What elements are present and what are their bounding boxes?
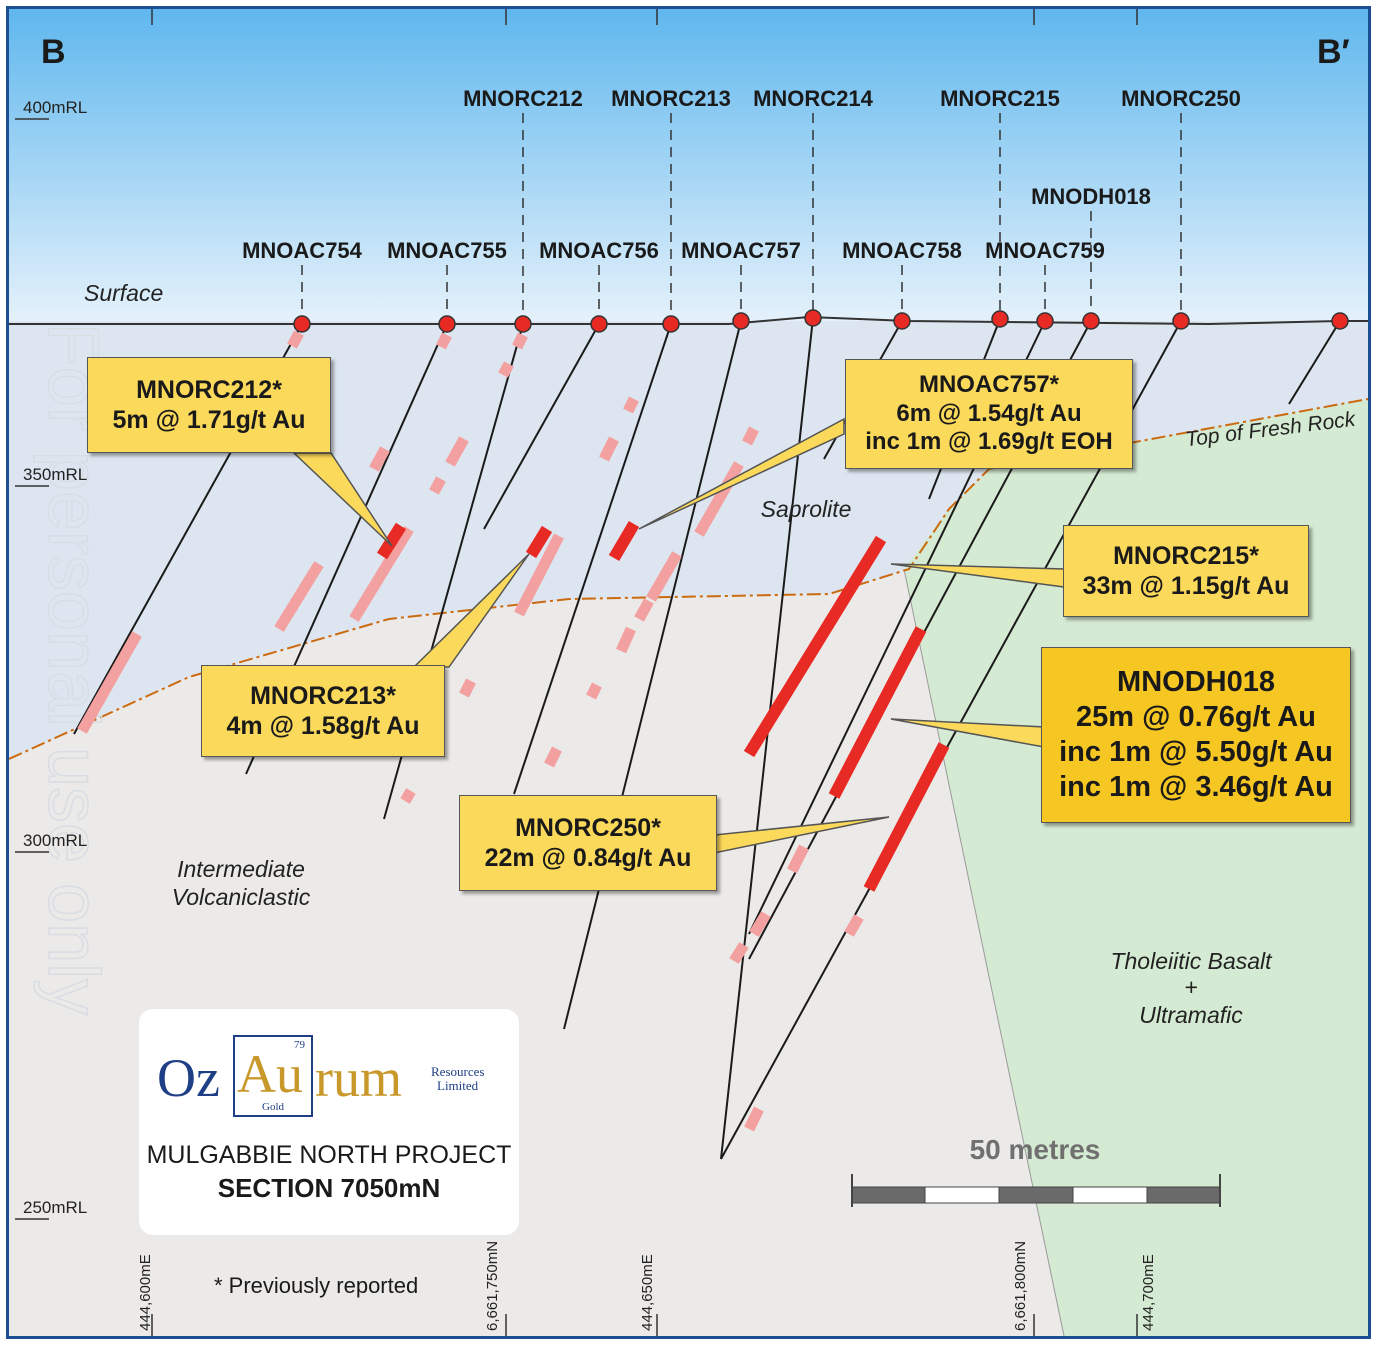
drillhole-label: MNOAC756 (539, 238, 659, 263)
collar-dash-lines (301, 113, 1182, 321)
drillhole-label: MNORC212 (463, 86, 583, 111)
sky-zone (9, 9, 1368, 325)
collars (293, 309, 1349, 333)
drillhole-label: MNOAC759 (985, 238, 1105, 263)
anomaly-intervals (77, 330, 864, 1132)
bottom-ticks (151, 1314, 1138, 1336)
drillhole-label: MNORC215 (940, 86, 1060, 111)
grid-label: 6,661,750mN (484, 1241, 501, 1331)
grid-label: 444,600mE (137, 1254, 154, 1331)
callout-line: 25m @ 0.76g/t Au (1076, 701, 1316, 734)
callout-line: MNORC215* (1113, 542, 1259, 570)
drillhole-label: MNOAC755 (387, 238, 507, 263)
logo-oz: Oz (157, 1048, 220, 1108)
callout-line: 5m @ 1.71g/t Au (112, 406, 306, 434)
callout-line: 33m @ 1.15g/t Au (1082, 572, 1290, 600)
logo-au: Au (237, 1044, 303, 1104)
top-ticks (151, 9, 1138, 25)
scale-label: 50 metres (970, 1134, 1101, 1165)
rl-label-350: 350mRL (23, 465, 87, 484)
logo-element-name: Gold (262, 1101, 284, 1113)
callout-line: inc 1m @ 5.50g/t Au (1059, 736, 1333, 768)
callout-line: MNOAC757* (918, 370, 1060, 398)
scale-bar: 50 metres (851, 1134, 1221, 1207)
section-label-right: B′ (1317, 33, 1350, 71)
callout-mnoac757: MNOAC757* 6m @ 1.54g/t Au inc 1m @ 1.69g… (845, 359, 1133, 469)
drillhole-labels-top: MNORC212 MNORC213 MNORC214 MNORC215 MNOR… (463, 86, 1241, 209)
grid-label: 6,661,800mN (1012, 1241, 1029, 1331)
logo-company-suffix: Resources Limited (431, 1065, 484, 1093)
significant-intercepts (376, 520, 950, 892)
grid-labels: 444,600mE 6,661,750mN 444,650mE 6,661,80… (137, 1241, 1157, 1331)
drillhole-label: MNOAC757 (681, 238, 801, 263)
surface-line (9, 315, 1368, 326)
callout-line: MNORC212* (136, 376, 282, 404)
volcaniclastic-label-2: Volcaniclastic (172, 884, 311, 910)
section-frame: For personal use only (6, 6, 1371, 1339)
basalt-label-1: Tholeiitic Basalt (1110, 948, 1273, 974)
logo-atomic-number: 79 (294, 1039, 305, 1051)
callout-line: 4m @ 1.58g/t Au (226, 712, 420, 740)
basalt-label-2: + (1184, 974, 1197, 1000)
volcaniclastic-label-1: Intermediate (177, 856, 305, 882)
drillhole-label: MNOAC754 (242, 238, 363, 263)
callout-line: MNORC250* (515, 814, 661, 842)
surface-label: Surface (84, 280, 163, 306)
footnote: * Previously reported (214, 1273, 418, 1298)
project-title: MULGABBIE NORTH PROJECT (146, 1141, 512, 1169)
logo-limited: Limited (437, 1078, 479, 1093)
grid-label: 444,650mE (639, 1254, 656, 1331)
callout-mnodh018: MNODH018 25m @ 0.76g/t Au inc 1m @ 5.50g… (1041, 647, 1351, 823)
callout-line: 6m @ 1.54g/t Au (896, 399, 1082, 427)
callout-mnorc213: MNORC213* 4m @ 1.58g/t Au (201, 665, 445, 757)
rl-label-400: 400mRL (23, 98, 87, 117)
callout-line: MNODH018 (1117, 666, 1275, 699)
section-title: SECTION 7050mN (217, 1173, 441, 1203)
drillhole-label: MNORC250 (1121, 86, 1241, 111)
drillhole-label: MNOAC758 (842, 238, 962, 263)
basalt-label-3: Ultramafic (1139, 1002, 1243, 1028)
logo-card: Oz 79 Au Gold rum Resources Limited MULG… (139, 1009, 519, 1235)
logo-resources: Resources (431, 1064, 485, 1079)
basalt-zone (904, 399, 1368, 1336)
callout-line: 22m @ 0.84g/t Au (484, 844, 692, 872)
callout-pointers (292, 417, 1065, 854)
drillhole-labels-aircore: MNOAC754 MNOAC755 MNOAC756 MNOAC757 MNOA… (242, 238, 1105, 263)
logo-element-box: 79 Au Gold (233, 1035, 313, 1117)
rl-label-300: 300mRL (23, 831, 87, 850)
section-label-left: B (41, 33, 66, 71)
saprolite-label: Saprolite (761, 496, 852, 522)
lithology-contact (903, 568, 1065, 1336)
callout-mnorc215: MNORC215* 33m @ 1.15g/t Au (1063, 525, 1309, 617)
callout-mnorc250: MNORC250* 22m @ 0.84g/t Au (459, 795, 717, 891)
rl-label-250: 250mRL (23, 1198, 87, 1217)
rl-ticks (15, 118, 49, 1220)
callout-mnorc212: MNORC212* 5m @ 1.71g/t Au (87, 357, 331, 453)
drillhole-label: MNODH018 (1031, 184, 1151, 209)
drillhole-label: MNORC213 (611, 86, 731, 111)
callout-line: inc 1m @ 3.46g/t Au (1059, 770, 1333, 803)
drillhole-label: MNORC214 (753, 86, 874, 111)
callout-line: MNORC213* (250, 682, 396, 710)
logo-rum: rum (315, 1048, 402, 1108)
callout-line: inc 1m @ 1.69g/t EOH (865, 428, 1113, 456)
grid-label: 444,700mE (1140, 1254, 1157, 1331)
